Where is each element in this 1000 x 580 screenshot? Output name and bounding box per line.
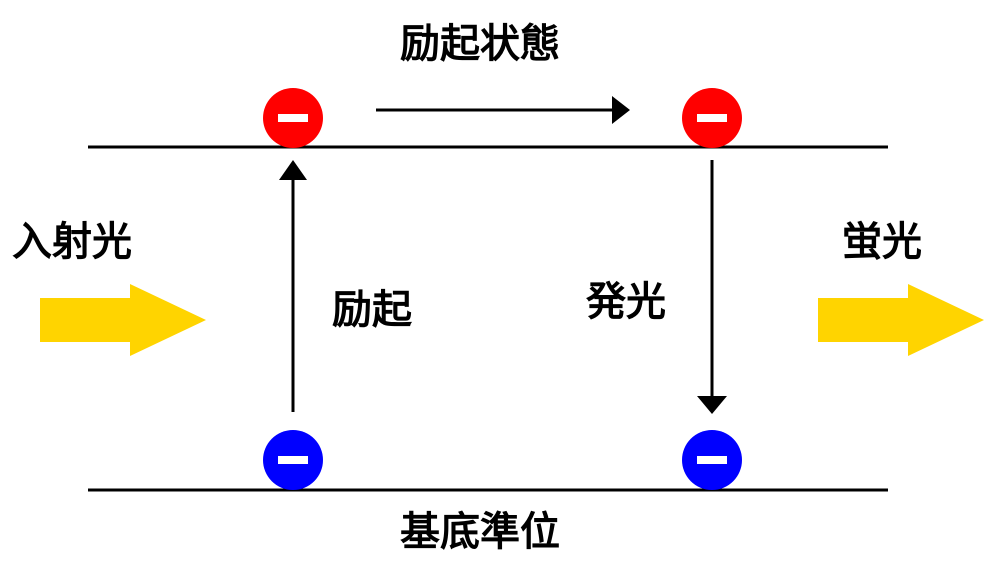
ground-state-label: 基底準位	[400, 509, 560, 555]
excitation-arrow	[279, 160, 307, 412]
excited-state-label: 励起状態	[400, 21, 560, 67]
ground-electron-right	[682, 430, 742, 490]
incident-light-label: 入射光	[12, 219, 132, 265]
excited-electron-right	[682, 88, 742, 148]
fluorescence-label: 蛍光	[842, 219, 922, 265]
ground-electron-left	[263, 430, 323, 490]
excitation-label: 励起	[332, 287, 412, 333]
emission-arrow	[697, 160, 727, 414]
fluorescence-arrow	[818, 284, 984, 356]
excited-electron-left	[263, 88, 323, 148]
incident-light-arrow	[40, 284, 206, 356]
relaxation-arrow	[376, 96, 630, 124]
emission-label: 発光	[586, 279, 666, 325]
